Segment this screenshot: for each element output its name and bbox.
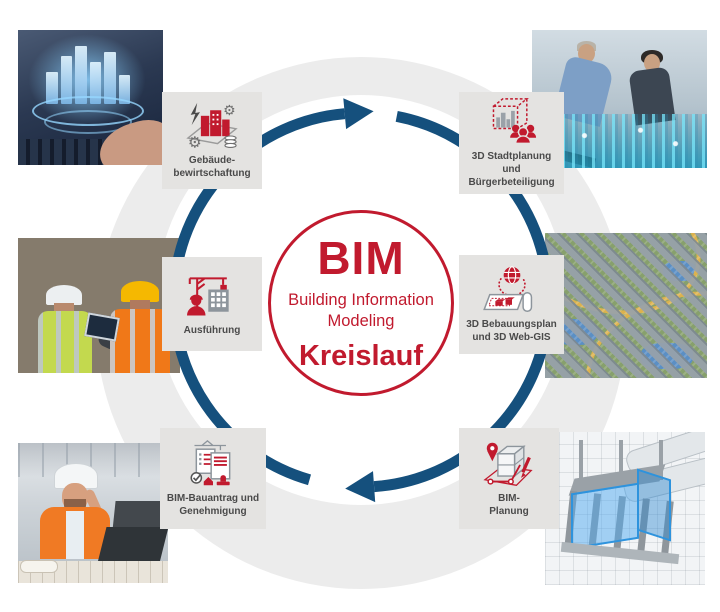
yellow-helmet [121, 281, 159, 302]
column [659, 440, 663, 480]
node-label: 3D Bebauungsplan und 3D Web-GIS [466, 318, 557, 344]
worker-green-vest [36, 285, 94, 373]
woman-figure [628, 50, 676, 126]
safety-vest [110, 309, 170, 373]
building-application-icon [190, 440, 231, 486]
node-gebaeude-bewirtschaftung: ⚙ ⚙ Gebäude- bewirtschaftung [162, 92, 262, 189]
node-ausfuehrung: Ausführung [162, 257, 262, 351]
bim-subtitle-line1: Building Information [288, 291, 434, 309]
building-blocks [545, 233, 707, 378]
node-label: Ausführung [184, 324, 241, 337]
construction-execution-icon [187, 277, 229, 316]
photo-engineer-on-phone [18, 443, 168, 583]
bim-subtitle: Building Information Modeling [288, 290, 434, 332]
column [579, 440, 583, 480]
building-management-icon: ⚙ ⚙ [186, 102, 238, 151]
center-bim-circle: BIM Building Information Modeling Kreisl… [268, 210, 454, 396]
node-bim-bauantrag-genehmigung: BIM-Bauantrag und Genehmigung [160, 428, 266, 529]
hologram-bar [60, 56, 72, 104]
label-line: Planung [489, 506, 529, 517]
white-helmet [46, 285, 82, 305]
worker-orange-vest [96, 281, 170, 373]
safety-vest [38, 311, 92, 373]
hologram-ring [44, 110, 132, 134]
hologram-bar [118, 75, 130, 104]
node-bim-planung: BIM- Planung [459, 428, 559, 529]
columns [579, 440, 663, 480]
bim-subtitle-line2: Modeling [327, 312, 395, 330]
photo-construction-workers [18, 238, 180, 373]
laptop [97, 527, 168, 563]
label-line: Ausführung [183, 325, 241, 336]
photo-bim-building-model [545, 432, 705, 585]
node-label: 3D Stadtplanung und Bürgerbeteiligung [462, 150, 561, 189]
node-bebauungsplan-web-gis: 3D Bebauungsplan und 3D Web-GIS [459, 255, 564, 354]
label-line: 3D Stadtplanung und [471, 151, 552, 175]
hologram-bar [46, 72, 58, 104]
label-line: Gebäude- [188, 155, 236, 166]
development-plan-gis-icon [482, 266, 532, 313]
svg-text:⚙: ⚙ [188, 134, 202, 151]
node-label: Gebäude- bewirtschaftung [173, 154, 250, 180]
hologram-bar [75, 46, 87, 104]
man-figure [553, 41, 615, 127]
node-label: BIM-Bauantrag und Genehmigung [167, 492, 259, 518]
svg-text:⚙: ⚙ [223, 102, 235, 118]
hologram-bar [89, 62, 101, 104]
photo-tablet-hologram [18, 30, 163, 165]
glass-wall [571, 482, 639, 550]
label-line: 3D Bebauungsplan [466, 319, 557, 330]
kreislauf-label: Kreislauf [298, 340, 424, 372]
label-line: BIM-Bauantrag und [166, 493, 260, 504]
bim-title: BIM [317, 232, 405, 284]
node-label: BIM- Planung [489, 492, 528, 518]
rolled-plan [20, 560, 58, 573]
label-line: Bürgerbeteiligung [468, 177, 555, 188]
label-line: BIM- [498, 493, 520, 504]
glass-wall [637, 468, 671, 542]
engineer-figure [40, 463, 110, 559]
label-line: und 3D Web-GIS [472, 332, 551, 343]
label-line: Genehmigung [179, 506, 247, 517]
photo-3d-city-model [545, 233, 707, 378]
hologram-bar [104, 51, 116, 104]
column [619, 440, 623, 480]
node-stadtplanung-buergerbeteiligung: 3D Stadtplanung und Bürgerbeteiligung [459, 92, 564, 194]
bim-planning-icon [483, 442, 533, 486]
hologram-city-bars [46, 46, 130, 104]
city-planning-participation-icon [492, 98, 536, 144]
label-line: bewirtschaftung [173, 168, 251, 179]
shirt [66, 511, 84, 559]
